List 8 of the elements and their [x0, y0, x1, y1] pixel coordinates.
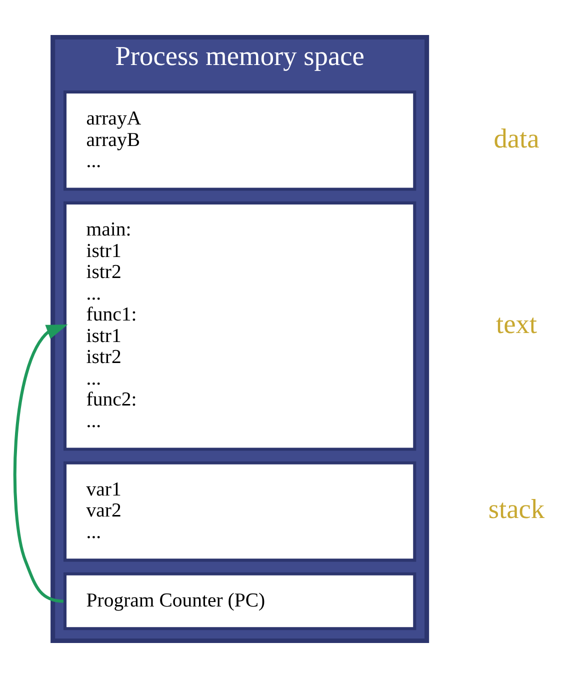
node-label: text — [496, 308, 538, 339]
node-label: stack — [488, 494, 545, 524]
arrow — [13, 324, 68, 603]
node-box: arrayA arrayB ... — [63, 90, 416, 191]
node-box: main: istr1 istr2 ... func1: istr1 istr2 ... func2: ... — [63, 201, 416, 451]
node-label: data — [494, 123, 540, 154]
node-box: var1 var2 ... — [63, 461, 416, 562]
node-box: Program Counter (PC) — [63, 572, 416, 630]
